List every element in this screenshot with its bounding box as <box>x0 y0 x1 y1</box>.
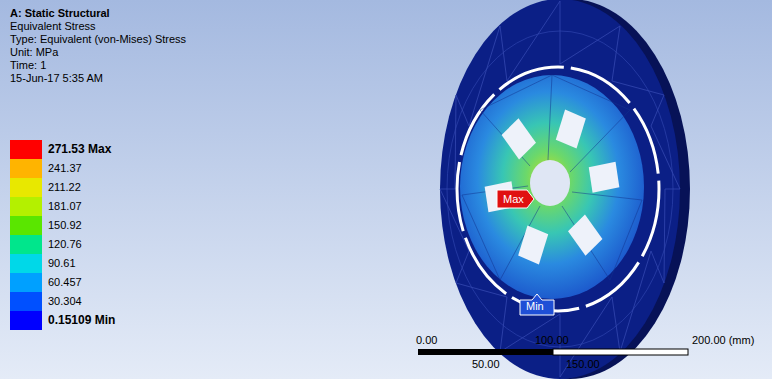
legend-value: 30.304 <box>48 295 82 308</box>
scale-value: 150.00 <box>566 358 600 371</box>
legend-value: 181.07 <box>48 200 82 213</box>
result-type: Type: Equivalent (von-Mises) Stress <box>10 33 186 46</box>
scale-value: 50.00 <box>472 358 500 371</box>
scale-value: 200.00 (mm) <box>692 334 754 347</box>
legend-swatch <box>10 178 42 197</box>
legend-value: 241.37 <box>48 162 82 175</box>
scale-value: 100.00 <box>535 334 569 347</box>
probe-label: Max <box>497 190 534 208</box>
legend-value: 211.22 <box>48 181 81 194</box>
max-probe: Max <box>497 190 534 208</box>
callout-flag <box>497 190 534 208</box>
legend-swatch <box>10 254 42 273</box>
legend-swatch <box>10 197 42 216</box>
legend-value: 150.92 <box>48 219 82 232</box>
date-label: 15-Jun-17 5:35 AM <box>10 72 103 85</box>
scale-bar <box>418 349 688 355</box>
legend-swatch <box>10 216 42 235</box>
legend-value: 0.15109 Min <box>48 314 115 327</box>
probe-label: Min <box>520 297 554 315</box>
legend-swatch <box>10 235 42 254</box>
legend-swatch <box>10 159 42 178</box>
legend-value: 271.53 Max <box>48 143 111 156</box>
legend-swatch <box>10 311 42 330</box>
brake-disc <box>440 0 690 379</box>
analysis-title: A: Static Structural <box>10 7 110 20</box>
legend-value: 120.76 <box>48 238 82 251</box>
min-probe: Min <box>520 297 554 315</box>
legend-value: 90.61 <box>48 257 76 270</box>
scale-value: 0.00 <box>416 334 437 347</box>
callout-flag <box>520 294 554 315</box>
legend-value: 60.457 <box>48 276 82 289</box>
time-label: Time: 1 <box>10 59 46 72</box>
result-name: Equivalent Stress <box>10 20 96 33</box>
legend-swatch <box>10 292 42 311</box>
legend-swatch <box>10 140 42 159</box>
legend-swatch <box>10 273 42 292</box>
unit-label: Unit: MPa <box>10 46 58 59</box>
